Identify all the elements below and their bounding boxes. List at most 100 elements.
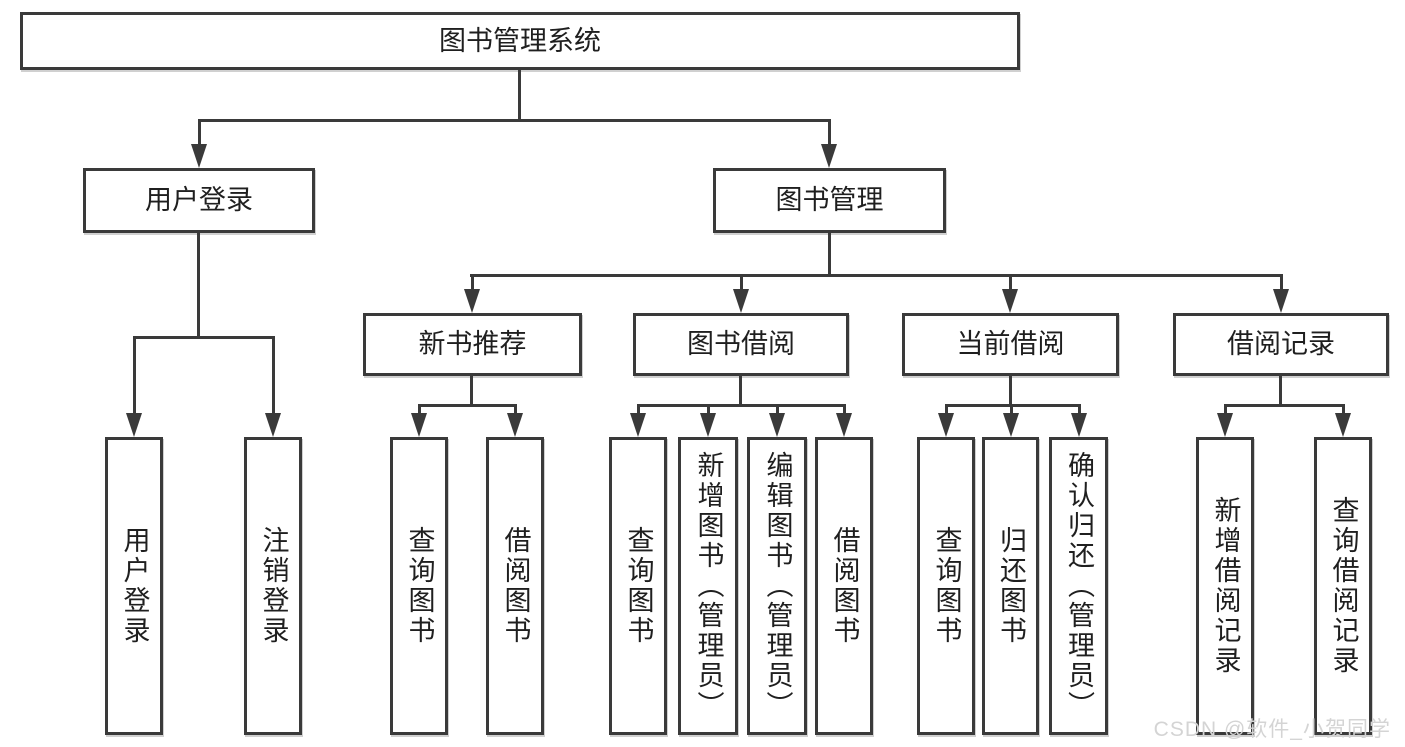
- connector-arrow: [733, 274, 749, 313]
- node-label: 查询图书: [931, 526, 962, 646]
- connector-arrow: [1335, 404, 1351, 437]
- connector-line: [828, 233, 831, 277]
- connector-line: [1009, 376, 1012, 407]
- node-borrowing-records: 借阅记录: [1173, 313, 1389, 376]
- node-label: 查询图书: [623, 526, 654, 646]
- connector-stem: [1279, 274, 1283, 289]
- node-book-borrowing: 图书借阅: [633, 313, 849, 376]
- connector-line: [1279, 376, 1282, 407]
- connector-stem: [739, 274, 743, 289]
- connector-stem: [1223, 404, 1227, 413]
- node-label: 图书借阅: [687, 329, 795, 360]
- connector-arrow: [507, 404, 523, 437]
- node-label: 新书推荐: [418, 329, 527, 360]
- node-add-books-admin: 新增图书（管理员）: [678, 437, 738, 735]
- connector-arrow: [836, 404, 852, 437]
- connector-stem: [197, 119, 201, 144]
- connector-arrow: [464, 274, 480, 313]
- arrow-down-icon: [1002, 289, 1018, 313]
- arrow-down-icon: [938, 413, 954, 437]
- connector-arrow: [1217, 404, 1233, 437]
- connector-stem: [706, 404, 710, 413]
- arrow-down-icon: [1273, 289, 1289, 313]
- connector-line: [945, 404, 1080, 407]
- node-book-management: 图书管理: [713, 168, 946, 233]
- node-user-login-leaf: 用户登录: [105, 437, 163, 735]
- node-label: 图书管理: [775, 185, 884, 216]
- node-confirm-return-admin: 确认归还（管理员）: [1049, 437, 1108, 735]
- connector-line: [1224, 404, 1345, 407]
- connector-line: [198, 119, 831, 122]
- node-return-books: 归还图书: [982, 437, 1039, 735]
- node-label: 查询图书: [404, 526, 435, 646]
- arrow-down-icon: [411, 413, 427, 437]
- connector-line: [133, 336, 275, 339]
- node-query-books-current: 查询图书: [917, 437, 975, 735]
- node-query-books-recommend: 查询图书: [390, 437, 448, 735]
- connector-stem: [513, 404, 517, 413]
- arrow-down-icon: [630, 413, 646, 437]
- connector-arrow: [1273, 274, 1289, 313]
- node-current-borrowing: 当前借阅: [902, 313, 1119, 376]
- node-label: 用户登录: [119, 526, 150, 646]
- arrow-down-icon: [507, 413, 523, 437]
- connector-stem: [1077, 404, 1081, 413]
- connector-line: [518, 70, 521, 122]
- arrow-down-icon: [821, 144, 837, 168]
- connector-stem: [1008, 274, 1012, 289]
- connector-arrow: [191, 119, 207, 168]
- arrow-down-icon: [769, 413, 785, 437]
- arrow-down-icon: [265, 413, 281, 437]
- arrow-down-icon: [1003, 413, 1019, 437]
- connector-line: [739, 376, 742, 407]
- node-label: 借阅图书: [829, 526, 860, 646]
- node-library-management-system: 图书管理系统: [20, 12, 1020, 70]
- connector-stem: [636, 404, 640, 413]
- arrow-down-icon: [733, 289, 749, 313]
- connector-stem: [417, 404, 421, 413]
- node-label: 查询借阅记录: [1328, 496, 1359, 676]
- arrow-down-icon: [464, 289, 480, 313]
- connector-stem: [1009, 404, 1013, 413]
- node-label: 注销登录: [258, 526, 289, 646]
- arrow-down-icon: [700, 413, 716, 437]
- node-label: 新增借阅记录: [1210, 496, 1241, 676]
- connector-line: [637, 404, 846, 407]
- node-logout: 注销登录: [244, 437, 302, 735]
- node-borrow-books-borrowing: 借阅图书: [815, 437, 873, 735]
- connector-arrow: [630, 404, 646, 437]
- connector-stem: [827, 119, 831, 144]
- connector-arrow: [1003, 404, 1019, 437]
- connector-stem: [271, 336, 275, 413]
- arrow-down-icon: [191, 144, 207, 168]
- connector-arrow: [821, 119, 837, 168]
- connector-arrow: [265, 336, 281, 437]
- connector-line: [197, 233, 200, 339]
- connector-line: [470, 376, 473, 407]
- node-label: 借阅图书: [500, 526, 531, 646]
- connector-arrow: [1071, 404, 1087, 437]
- node-new-book-recommendation: 新书推荐: [363, 313, 582, 376]
- arrow-down-icon: [126, 413, 142, 437]
- csdn-watermark: CSDN @软件_小贺同学: [1153, 718, 1391, 741]
- connector-arrow: [126, 336, 142, 437]
- node-label: 确认归还（管理员）: [1064, 451, 1094, 721]
- node-label: 借阅记录: [1227, 329, 1335, 360]
- arrow-down-icon: [836, 413, 852, 437]
- node-borrow-books-recommend: 借阅图书: [486, 437, 544, 735]
- connector-arrow: [769, 404, 785, 437]
- connector-line: [470, 274, 1282, 277]
- node-label: 新增图书（管理员）: [693, 451, 724, 721]
- connector-stem: [132, 336, 136, 413]
- connector-arrow: [411, 404, 427, 437]
- node-label: 归还图书: [996, 526, 1026, 646]
- connector-arrow: [1002, 274, 1018, 313]
- connector-stem: [1341, 404, 1345, 413]
- node-user-login: 用户登录: [83, 168, 315, 233]
- node-label: 当前借阅: [956, 329, 1065, 360]
- connector-stem: [470, 274, 474, 289]
- connector-arrow: [938, 404, 954, 437]
- connector-stem: [944, 404, 948, 413]
- node-label: 用户登录: [145, 185, 253, 216]
- node-add-borrow-record: 新增借阅记录: [1196, 437, 1254, 735]
